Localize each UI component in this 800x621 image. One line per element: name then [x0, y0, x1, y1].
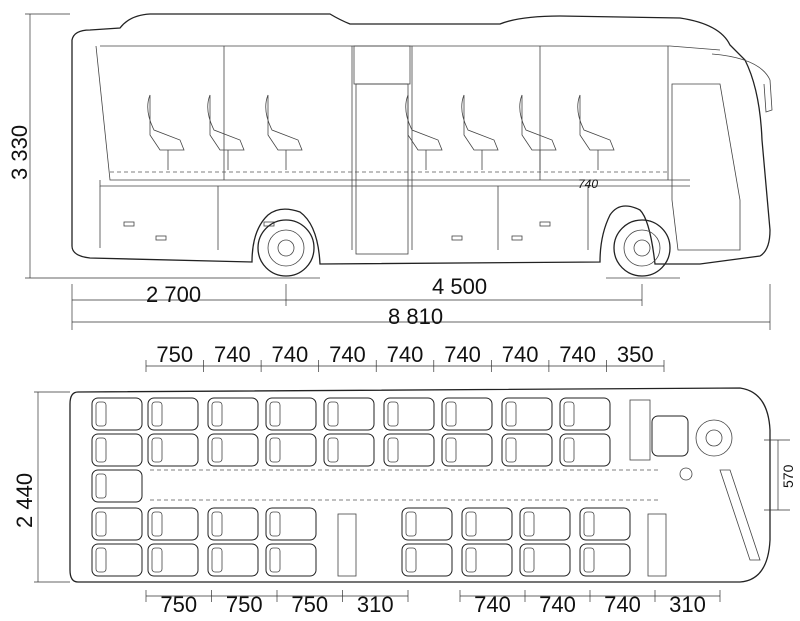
pitch-label: 750 [226, 592, 263, 617]
side-seat-icon [461, 94, 499, 170]
bottom-right-pitch-dimensions: 740 740 740 310 [459, 590, 721, 617]
middle-door-step [337, 513, 357, 577]
front-door-step [647, 513, 667, 577]
plan-seat-icon [207, 507, 259, 541]
plan-seat-icon [383, 433, 435, 467]
driver-area [629, 399, 761, 561]
total-length-label: 8 810 [388, 304, 443, 329]
rear-wheel [257, 219, 315, 277]
front-door [671, 83, 741, 251]
plan-seat-icon [441, 397, 493, 431]
side-mirror [711, 53, 773, 113]
plan-view: 2 440 570 750 740 740 740 740 740 740 740 350 75… [12, 342, 796, 617]
pitch-label: 740 [387, 342, 424, 367]
plan-seat-icon [441, 433, 493, 467]
bottom-left-pitch-dimensions: 750 750 750 310 [145, 590, 409, 617]
side-seat-icon [265, 94, 303, 170]
bus-body-outline [71, 13, 771, 265]
plan-seat-icon [207, 543, 259, 577]
pitch-label: 740 [444, 342, 481, 367]
pitch-label: 740 [474, 592, 511, 617]
window-band-top [95, 45, 690, 181]
plan-seat-icon [323, 433, 375, 467]
side-seats [147, 94, 615, 170]
plan-seat-icon [91, 433, 143, 467]
pitch-label: 740 [539, 592, 576, 617]
side-seat-icon [577, 94, 615, 170]
plan-seat-icon [461, 507, 513, 541]
side-seat-icon [147, 94, 185, 170]
side-view: 3 330 2 700 4 500 8 810 740 [7, 13, 773, 330]
plan-seat-icon [147, 433, 199, 467]
pitch-label: 740 [272, 342, 309, 367]
pitch-label: 310 [357, 592, 394, 617]
pitch-label: 740 [329, 342, 366, 367]
plan-seat-icon [265, 397, 317, 431]
window-lower [99, 180, 690, 187]
pitch-label: 750 [291, 592, 328, 617]
plan-seat-icon [579, 507, 631, 541]
plan-seat-icon [401, 507, 453, 541]
wheelbase-label: 4 500 [432, 274, 487, 299]
plan-seat-icon [501, 433, 553, 467]
overhang-label: 2 700 [146, 282, 201, 307]
pitch-label: 740 [559, 342, 596, 367]
plan-seat-icon [91, 469, 143, 503]
plan-seat-icon [265, 507, 317, 541]
plan-body-outline [69, 387, 771, 583]
plan-seat-icon [91, 543, 143, 577]
plan-seat-icon [265, 433, 317, 467]
middle-door [355, 83, 409, 255]
plan-seat-icon [401, 543, 453, 577]
plan-seat-icon [147, 543, 199, 577]
plan-seat-icon [559, 433, 611, 467]
pitch-label: 740 [604, 592, 641, 617]
pitch-label: 740 [502, 342, 539, 367]
pitch-label: 310 [669, 592, 706, 617]
pitch-label: 750 [160, 592, 197, 617]
plan-seats [91, 397, 631, 577]
aisle-label: 570 [780, 464, 796, 488]
roof-line [100, 45, 721, 51]
plan-seat-icon [323, 397, 375, 431]
plan-seat-icon [207, 397, 259, 431]
door-top-panel [353, 45, 411, 85]
plan-seat-icon [147, 507, 199, 541]
pitch-label: 750 [156, 342, 193, 367]
top-pitch-dimensions: 750 740 740 740 740 740 740 740 350 [145, 342, 665, 372]
seat-pitch-note: 740 [578, 177, 598, 191]
pitch-label: 350 [617, 342, 654, 367]
plan-seat-icon [519, 507, 571, 541]
plan-seat-icon [91, 507, 143, 541]
side-seat-icon [405, 94, 443, 170]
plan-seat-icon [383, 397, 435, 431]
plan-seat-icon [265, 543, 317, 577]
side-seat-icon [207, 94, 245, 170]
plan-seat-icon [559, 397, 611, 431]
width-label: 2 440 [12, 473, 37, 528]
plan-seat-icon [519, 543, 571, 577]
plan-seat-icon [147, 397, 199, 431]
plan-seat-icon [91, 397, 143, 431]
plan-seat-icon [207, 433, 259, 467]
plan-seat-icon [501, 397, 553, 431]
pitch-label: 740 [214, 342, 251, 367]
plan-seat-icon [461, 543, 513, 577]
plan-seat-icon [579, 543, 631, 577]
front-wheel [613, 219, 671, 277]
steering-wheel-icon [695, 419, 733, 457]
height-label: 3 330 [7, 125, 32, 180]
bay-handles [123, 221, 551, 241]
side-seat-icon [519, 94, 557, 170]
